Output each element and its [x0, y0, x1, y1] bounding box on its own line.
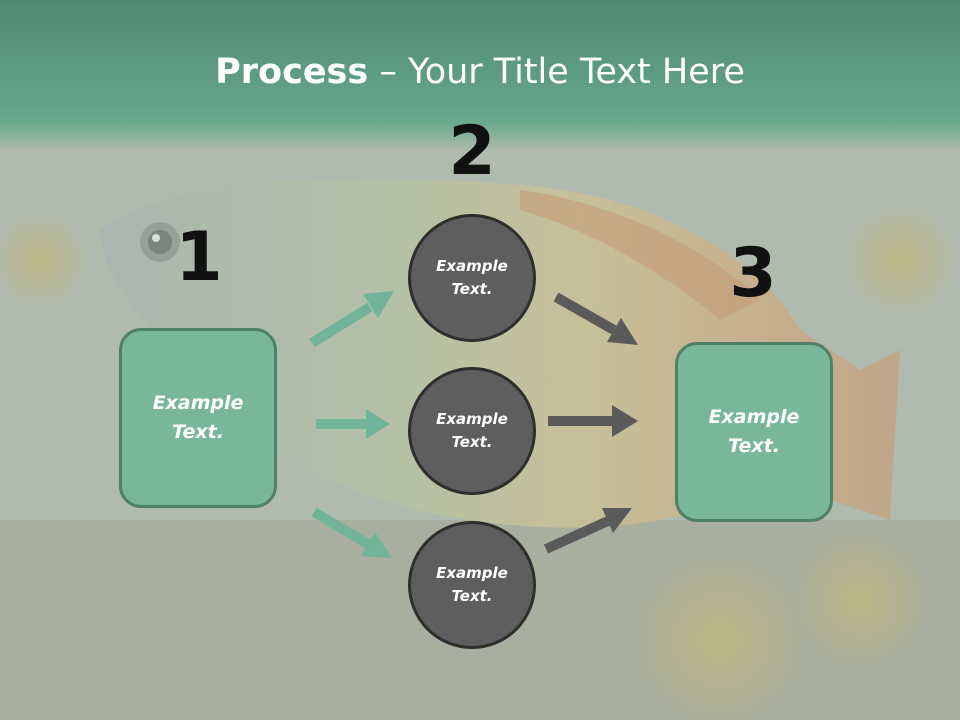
step-3-box-text-line1: Example: [708, 406, 800, 428]
step-1-box-text-line1: Example: [152, 392, 244, 414]
circle-bottom-text-line1: Example: [436, 564, 508, 582]
arrow-box1-to-circle-top: [309, 291, 394, 348]
circle-middle-text-line1: Example: [436, 410, 508, 428]
arrow-box1-to-circle-bottom: [311, 507, 392, 558]
circle-top-text-line1: Example: [436, 257, 508, 275]
circle-top-text-line2: Text.: [451, 280, 493, 298]
arrow-box1-to-circle-middle: [316, 409, 390, 439]
step-number-1: 1: [175, 218, 223, 297]
arrow-circle-top-to-box3: [553, 292, 638, 345]
step-number-2: 2: [448, 112, 496, 191]
step-1-box-text-line2: Text.: [172, 421, 224, 443]
circle-bottom-text-line2: Text.: [451, 587, 493, 605]
step-3-box-text-line2: Text.: [728, 435, 780, 457]
arrow-circle-middle-to-box3: [548, 405, 638, 437]
step-2-circle-bottom[interactable]: Example Text.: [408, 521, 536, 649]
title-rest: – Your Title Text Here: [368, 52, 745, 92]
step-2-circle-middle[interactable]: Example Text.: [408, 367, 536, 495]
step-number-3: 3: [729, 234, 777, 313]
step-2-circle-top[interactable]: Example Text.: [408, 214, 536, 342]
step-1-box[interactable]: Example Text.: [119, 328, 277, 508]
title-band: [0, 0, 960, 150]
circle-middle-text-line2: Text.: [451, 433, 493, 451]
step-3-box[interactable]: Example Text.: [675, 342, 833, 522]
title-bold: Process: [215, 52, 369, 92]
slide-title: Process – Your Title Text Here: [0, 52, 960, 92]
arrow-circle-bottom-to-box3: [543, 508, 632, 554]
